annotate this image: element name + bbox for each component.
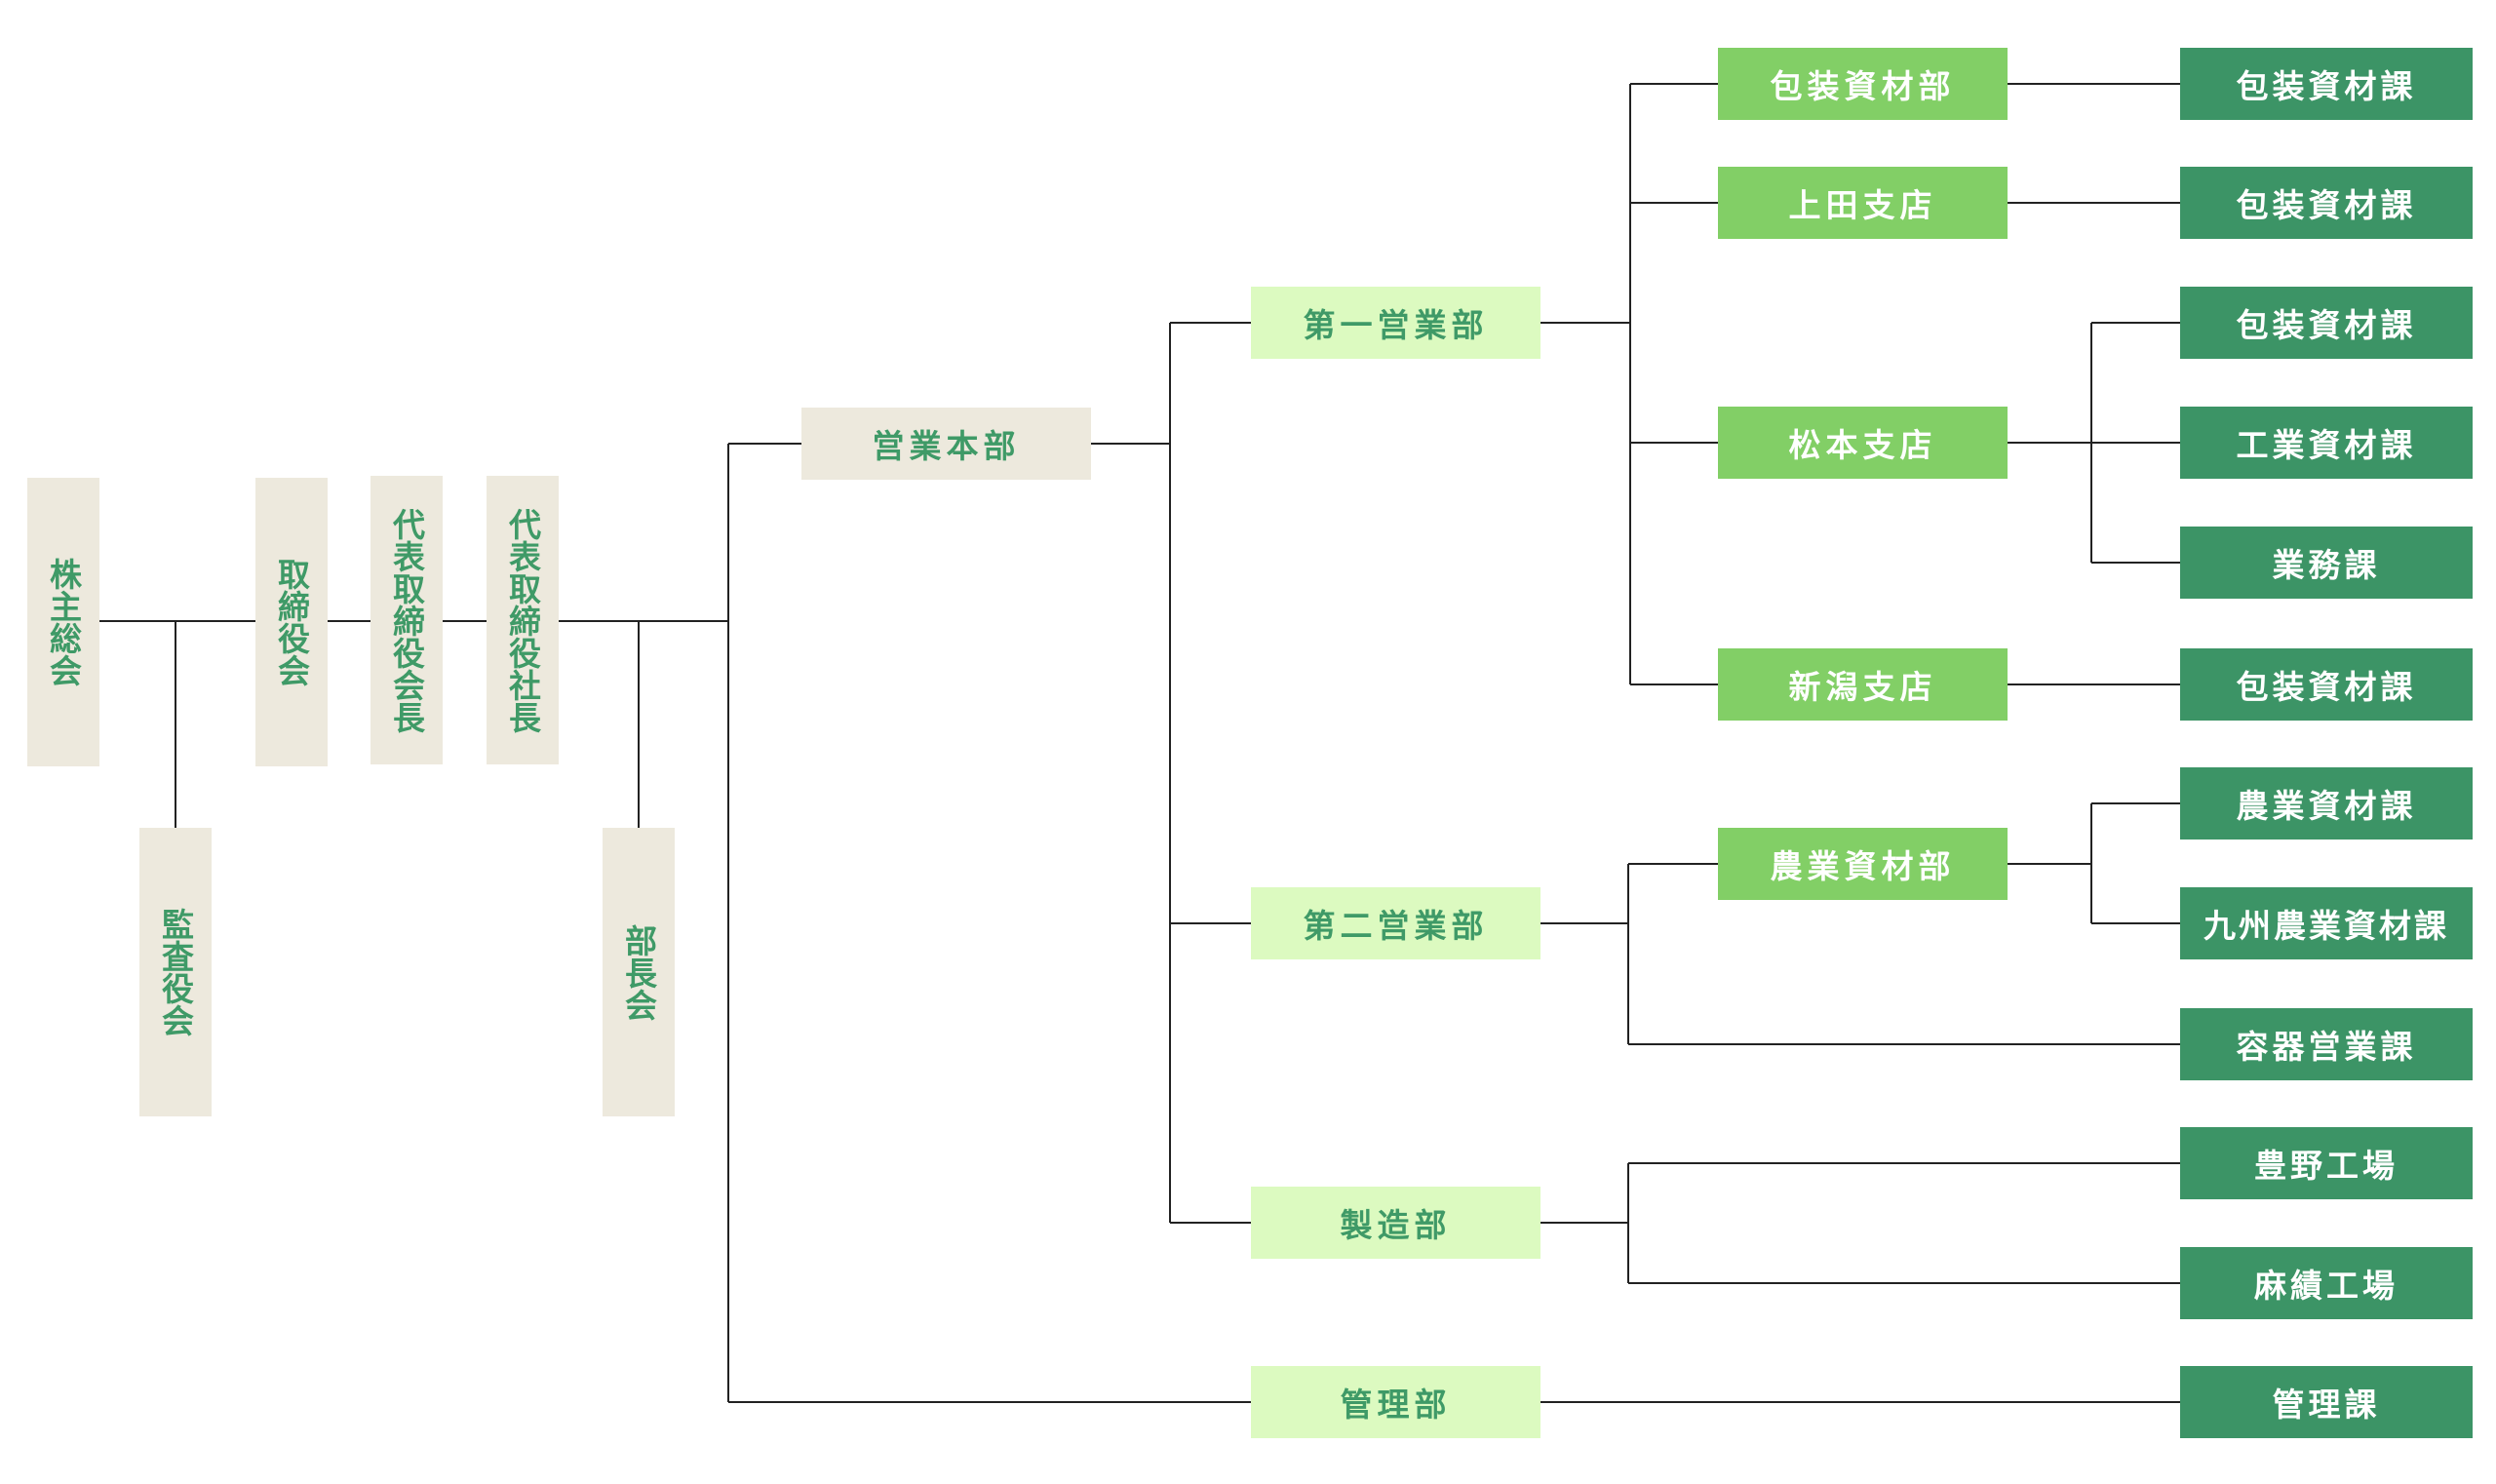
matsumoto-branch-label: 松本支店	[1788, 426, 1937, 464]
section-label: 農業資材課	[2236, 787, 2417, 825]
toyono-plant-label: 豊野工場	[2254, 1147, 2398, 1185]
packaging-dept-label: 包装資材部	[1770, 67, 1956, 105]
chairman-box: 代表取締役会長	[370, 476, 443, 764]
sales-hq-label: 営業本部	[872, 427, 1021, 465]
section-box: 農業資材課	[2180, 767, 2473, 840]
toyono-plant-box: 豊野工場	[2180, 1127, 2473, 1199]
sales-hq-box: 営業本部	[801, 408, 1091, 480]
agri-dept-label: 農業資材部	[1770, 847, 1956, 885]
sales-dept-2-label: 第二営業部	[1303, 907, 1489, 945]
section-label: 包装資材課	[2236, 306, 2417, 344]
admin-section-label: 管理課	[2272, 1386, 2381, 1424]
niigata-branch-box: 新潟支店	[1718, 648, 2008, 721]
section-label: 工業資材課	[2236, 426, 2417, 464]
manufacturing-label: 製造部	[1340, 1206, 1452, 1244]
board-of-directors-label: 取締役会	[272, 558, 311, 686]
matsumoto-branch-box: 松本支店	[1718, 407, 2008, 479]
section-label: 業務課	[2272, 546, 2381, 584]
section-label: 包装資材課	[2236, 67, 2417, 105]
section-box: 包装資材課	[2180, 48, 2473, 120]
section-box: 包装資材課	[2180, 287, 2473, 359]
omi-plant-label: 麻績工場	[2254, 1267, 2398, 1305]
admin-box: 管理部	[1251, 1366, 1540, 1438]
section-box: 包装資材課	[2180, 167, 2473, 239]
ueda-branch-label: 上田支店	[1788, 186, 1937, 224]
audit-board-label: 監査役会	[156, 908, 195, 1036]
audit-board-box: 監査役会	[139, 828, 212, 1116]
shareholders-meeting-label: 株主総会	[44, 558, 83, 686]
sales-dept-2-box: 第二営業部	[1251, 887, 1540, 959]
section-box: 工業資材課	[2180, 407, 2473, 479]
president-label: 代表取締役社長	[503, 507, 542, 733]
sales-dept-1-label: 第一営業部	[1303, 306, 1489, 344]
niigata-branch-label: 新潟支店	[1788, 668, 1937, 706]
manufacturing-box: 製造部	[1251, 1187, 1540, 1259]
chairman-label: 代表取締役会長	[387, 507, 426, 733]
sales-dept-1-box: 第一営業部	[1251, 287, 1540, 359]
omi-plant-box: 麻績工場	[2180, 1247, 2473, 1319]
section-box: 九州農業資材課	[2180, 887, 2473, 959]
section-label: 包装資材課	[2236, 668, 2417, 706]
agri-dept-box: 農業資材部	[1718, 828, 2008, 900]
container-section-label: 容器営業課	[2236, 1028, 2417, 1066]
shareholders-meeting-box: 株主総会	[27, 478, 99, 766]
container-section-box: 容器営業課	[2180, 1008, 2473, 1080]
section-box: 業務課	[2180, 527, 2473, 599]
packaging-dept-box: 包装資材部	[1718, 48, 2008, 120]
admin-section-box: 管理課	[2180, 1366, 2473, 1438]
admin-label: 管理部	[1340, 1386, 1452, 1424]
section-label: 九州農業資材課	[2204, 907, 2449, 945]
managers-meeting-box: 部長会	[603, 828, 675, 1116]
section-label: 包装資材課	[2236, 186, 2417, 224]
section-box: 包装資材課	[2180, 648, 2473, 721]
ueda-branch-box: 上田支店	[1718, 167, 2008, 239]
president-box: 代表取締役社長	[487, 476, 559, 764]
board-of-directors-box: 取締役会	[255, 478, 328, 766]
managers-meeting-label: 部長会	[619, 923, 658, 1021]
